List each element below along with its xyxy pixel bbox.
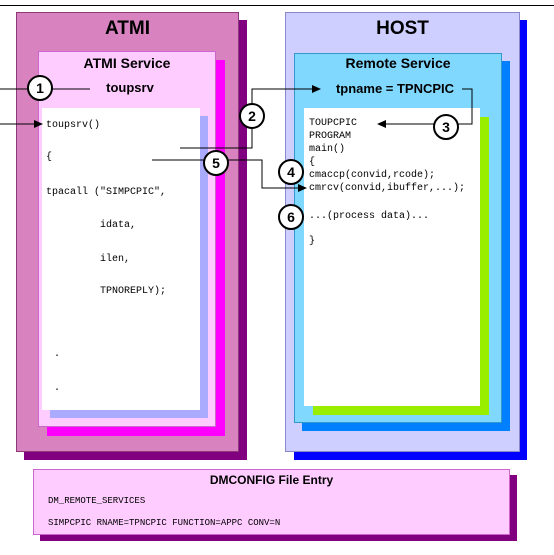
atmi-code-line: ilen,	[100, 254, 131, 265]
atmi-code-line: tpacall ("SIMPCPIC",	[46, 187, 167, 198]
atmi-code-line: TPNOREPLY);	[100, 286, 167, 297]
host-code-line: ...(process data)...	[309, 211, 430, 222]
host-tpname-label: tpname = TPNCPIC	[335, 81, 455, 96]
atmi-title: ATMI	[104, 18, 151, 39]
atmi-service-name: toupsrv	[106, 80, 154, 95]
atmi-code-line: {	[46, 152, 53, 163]
atmi-code-line: .	[54, 383, 61, 394]
dmconfig-box	[33, 469, 510, 535]
atmi-code-line: toupsrv()	[46, 120, 101, 131]
dmconfig-title: DMCONFIG File Entry	[209, 473, 334, 487]
host-code-line: {	[309, 157, 316, 168]
top-divider	[0, 5, 554, 6]
step-6-marker: 6	[278, 204, 304, 230]
host-code-line: main()	[309, 144, 346, 155]
atmi-code-box	[42, 108, 200, 410]
host-service-title: Remote Service	[345, 55, 451, 71]
step-4-marker: 4	[278, 159, 304, 185]
step-3-marker: 3	[433, 114, 459, 140]
atmi-code-line: .	[54, 349, 61, 360]
host-title: HOST	[376, 18, 429, 39]
step-2-marker: 2	[239, 103, 265, 129]
dmconfig-line: SIMPCPIC RNAME=TPNCPIC FUNCTION=APPC CON…	[48, 518, 281, 528]
step-5-marker: 5	[203, 150, 229, 176]
host-code-line: cmrcv(convid,ibuffer,...);	[309, 183, 466, 194]
step-1-marker: 1	[27, 75, 53, 101]
dmconfig-line: DM_REMOTE_SERVICES	[48, 496, 146, 506]
host-code-box	[304, 108, 480, 406]
host-code-line: cmaccp(convid,rcode);	[309, 170, 436, 181]
atmi-code-line: idata,	[100, 220, 137, 231]
step3-arrow	[377, 88, 473, 128]
host-code-line: PROGRAM	[309, 131, 352, 142]
atmi-service-title: ATMI Service	[83, 55, 171, 71]
host-code-line: TOUPCPIC	[309, 118, 358, 129]
host-code-line: }	[309, 236, 316, 247]
